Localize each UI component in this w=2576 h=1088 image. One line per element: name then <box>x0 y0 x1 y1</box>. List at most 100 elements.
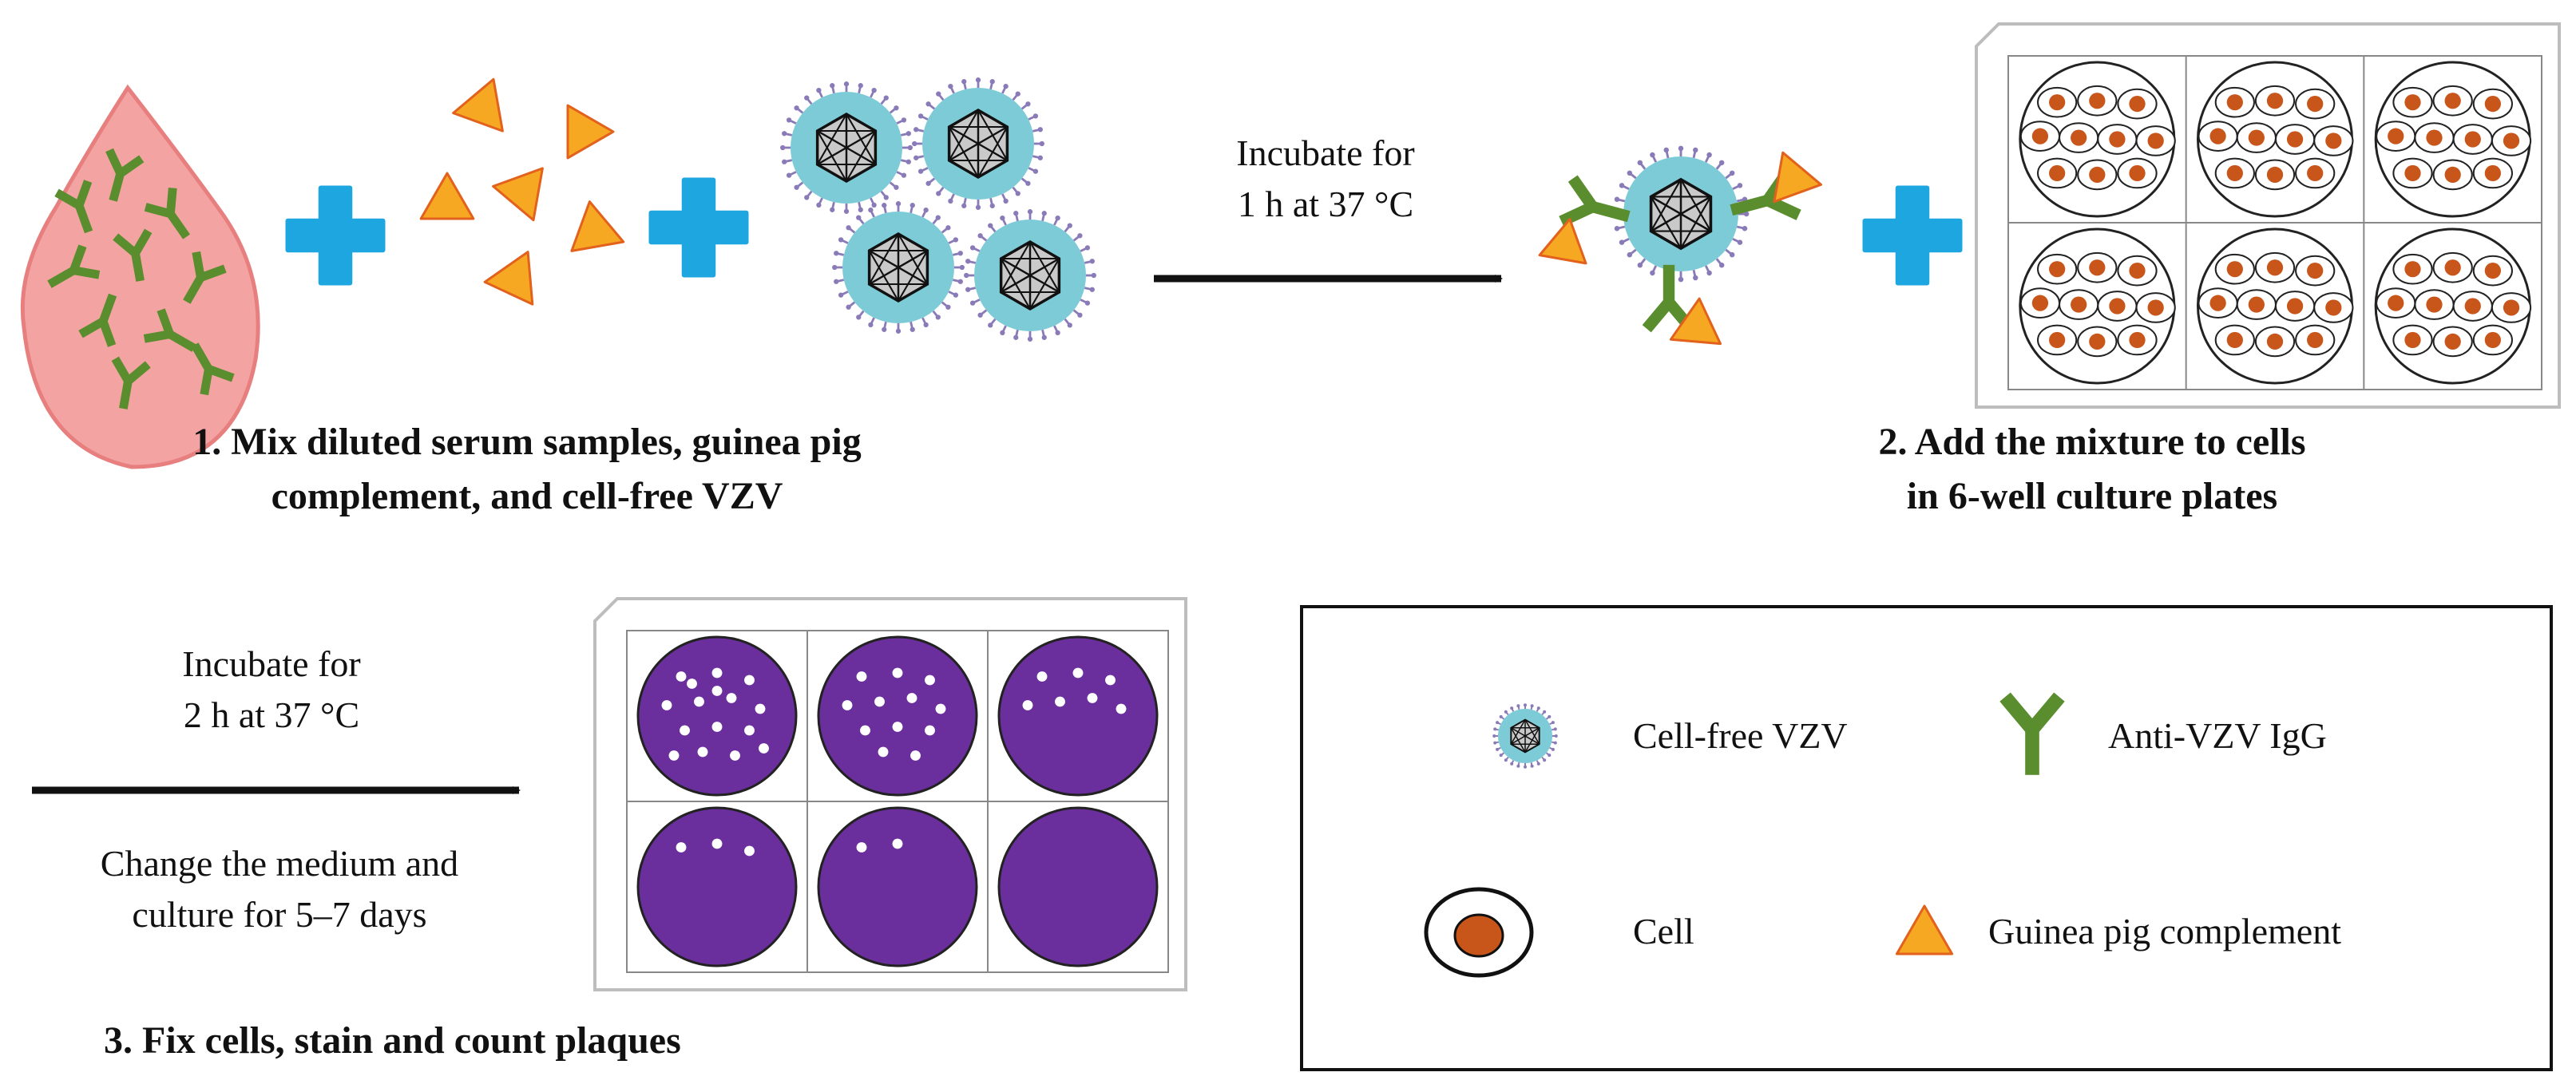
plaque-spot <box>676 842 687 853</box>
legend-complement-label: Guinea pig complement <box>1988 911 2341 952</box>
plaque-spot <box>842 700 853 710</box>
plaque-spot <box>744 675 755 686</box>
cell-icon <box>2295 157 2336 189</box>
cell-icon <box>2059 289 2099 320</box>
cell-icon <box>2037 157 2078 189</box>
antibody-icon <box>143 308 196 352</box>
plaque-spot <box>856 842 867 853</box>
cell-icon <box>2019 287 2061 318</box>
culture-plate-with-cells <box>1975 22 2561 409</box>
step1-caption-line1: 1. Mix diluted serum samples, guinea pig <box>192 421 862 463</box>
cell-icon <box>2214 324 2255 356</box>
antibody-icon <box>111 356 151 409</box>
cell-icon <box>2432 85 2473 117</box>
antibody-icon <box>54 180 93 234</box>
plaque-spot <box>1116 703 1127 714</box>
complement-triangle <box>1538 218 1587 265</box>
cell-icon <box>2452 291 2493 322</box>
cell-icon <box>2135 125 2176 156</box>
virus-particle-icon <box>912 77 1044 210</box>
plaque-spot <box>730 750 740 761</box>
cell-icon <box>2392 324 2433 356</box>
complement-triangle <box>492 167 544 222</box>
cell-icon <box>2491 125 2532 156</box>
plaque-spot <box>711 667 723 679</box>
cell-icon <box>2236 122 2277 153</box>
cell-icon <box>2432 326 2473 358</box>
plus-sign-icon <box>285 185 386 286</box>
cell-icon <box>2472 157 2513 189</box>
plaque-spot <box>744 725 755 736</box>
step1-caption: 1. Mix diluted serum samples, guinea pig… <box>48 415 1006 524</box>
cell-icon <box>2452 124 2493 155</box>
cell-icon <box>2037 253 2078 285</box>
cell-icon <box>2295 324 2336 356</box>
cell-icon <box>2198 121 2238 152</box>
antibody-icon <box>78 293 117 347</box>
legend-virus-label: Cell-free VZV <box>1633 715 1848 756</box>
arrow1-label-line2: 1 h at 37 °C <box>1237 184 1414 224</box>
plaque-spot <box>676 671 687 682</box>
cell-icon <box>2414 122 2455 153</box>
cell-icon <box>2254 326 2296 358</box>
cell-icon <box>2037 324 2078 356</box>
plaque-spot <box>910 750 921 761</box>
complement-triangle <box>1773 151 1822 204</box>
cell-icon <box>2274 124 2316 155</box>
plaque-spot <box>711 686 723 696</box>
arrow2-bottom-line2: culture for 5–7 days <box>132 894 427 935</box>
cell-icon <box>2037 86 2078 118</box>
step2-caption-line2: in 6-well culture plates <box>1906 475 2278 517</box>
plaque-spot <box>680 725 690 736</box>
cell-icon <box>2472 324 2513 356</box>
cell-icon <box>2019 121 2061 152</box>
cell-icon <box>2432 159 2473 191</box>
plaque-spot <box>874 696 885 707</box>
plaque-spot <box>661 700 672 710</box>
antibody-icon <box>191 342 235 396</box>
virus-particle-icon <box>832 201 965 334</box>
stained-well <box>997 635 1159 797</box>
serum-droplet-icon <box>20 84 260 469</box>
plaque-spot <box>1022 700 1033 710</box>
cell-icon <box>2432 251 2473 283</box>
legend-complement-icon <box>1895 904 1954 955</box>
arrow2-top-label: Incubate for 2 h at 37 °C <box>48 639 495 741</box>
plaque-spot <box>906 693 917 703</box>
cell-icon <box>2117 324 2158 356</box>
plaque-spot <box>1036 671 1048 682</box>
cell-icon <box>2077 251 2118 283</box>
plaque-spot <box>726 693 737 703</box>
complement-triangle <box>419 172 475 220</box>
plaque-spot <box>892 838 903 849</box>
plaque-spot <box>1105 675 1116 686</box>
legend-box <box>1300 605 2553 1071</box>
virus-particle-icon <box>780 81 913 214</box>
cell-icon <box>2214 253 2255 285</box>
plaque-spot <box>856 671 867 682</box>
plaque-spot <box>935 703 946 714</box>
cell-icon <box>2295 255 2336 287</box>
cell-icon <box>2077 326 2118 358</box>
arrow1-label: Incubate for 1 h at 37 °C <box>1134 128 1517 230</box>
cell-nucleus <box>1453 913 1504 958</box>
legend-cell-label: Cell <box>1633 911 1694 952</box>
complement-triangle <box>1895 904 1954 955</box>
cell-icon <box>2117 88 2158 120</box>
cell-icon <box>2274 291 2316 322</box>
step1-caption-line2: complement, and cell-free VZV <box>271 475 783 517</box>
plaque-spot <box>1072 667 1084 679</box>
arrow1-label-line1: Incubate for <box>1236 133 1415 173</box>
cell-icon <box>2236 289 2277 320</box>
cell-icon <box>2097 124 2138 155</box>
cell-icon <box>2254 159 2296 191</box>
cell-icon <box>2117 255 2158 287</box>
cell-icon <box>2135 292 2176 323</box>
antibody-icon <box>113 228 153 282</box>
plaque-spot <box>697 746 708 758</box>
plaque-spot <box>694 696 704 707</box>
arrow2-top-line2: 2 h at 37 °C <box>183 694 360 735</box>
cell-icon <box>2472 255 2513 287</box>
